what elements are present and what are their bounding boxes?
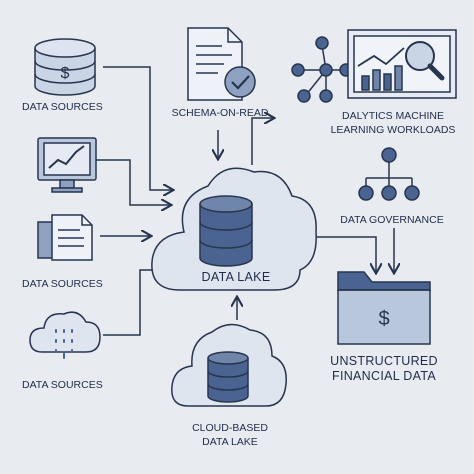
- label-cloud-based-line2: DATA LAKE: [202, 436, 258, 448]
- arrow-database-to-lake: [103, 66, 172, 190]
- checkmark-icon: [224, 66, 256, 98]
- label-schema-on-read: SCHEMA-ON-READ: [171, 107, 269, 119]
- connectors: [95, 66, 394, 336]
- label-data-governance: DATA GOVERNANCE: [340, 214, 444, 226]
- governance-hierarchy-icon: [358, 147, 420, 201]
- cloud-rain-icon: [29, 311, 101, 359]
- label-unstructured-line2: FINANCIAL DATA: [332, 369, 436, 383]
- arrow-monitor-to-lake: [95, 159, 170, 205]
- analytics-board-icon: [347, 29, 457, 99]
- label-cloud-based-line1: CLOUD-BASED: [192, 422, 268, 434]
- monitor-chart-icon: [37, 137, 97, 193]
- label-unstructured-line1: UNSTRUCTURED: [330, 354, 438, 368]
- cloud-based-lake-database-icon: [207, 351, 249, 403]
- arrow-lake-to-unstructured: [300, 236, 376, 272]
- label-data-sources-top: DATA SOURCES: [22, 101, 103, 113]
- label-analytics-line2: LEARNING WORKLOADS: [330, 124, 456, 136]
- folder-dollar-icon: $: [378, 308, 389, 330]
- database-dollar-icon: $: [61, 65, 70, 82]
- database-icon: [34, 38, 96, 96]
- label-data-sources-bottom: DATA SOURCES: [22, 379, 103, 391]
- data-lake-database-icon: [199, 195, 253, 267]
- magnifier-icon: [405, 41, 445, 81]
- arrow-lake-to-analytics: [251, 118, 273, 165]
- network-graph-icon: [291, 36, 353, 103]
- label-analytics-line1: DALYTICS MACHINE: [342, 110, 444, 122]
- label-data-lake: DATA LAKE: [201, 270, 271, 284]
- label-data-sources-middle: DATA SOURCES: [22, 278, 103, 290]
- documents-icon: [37, 214, 93, 261]
- folder-icon: [337, 271, 431, 345]
